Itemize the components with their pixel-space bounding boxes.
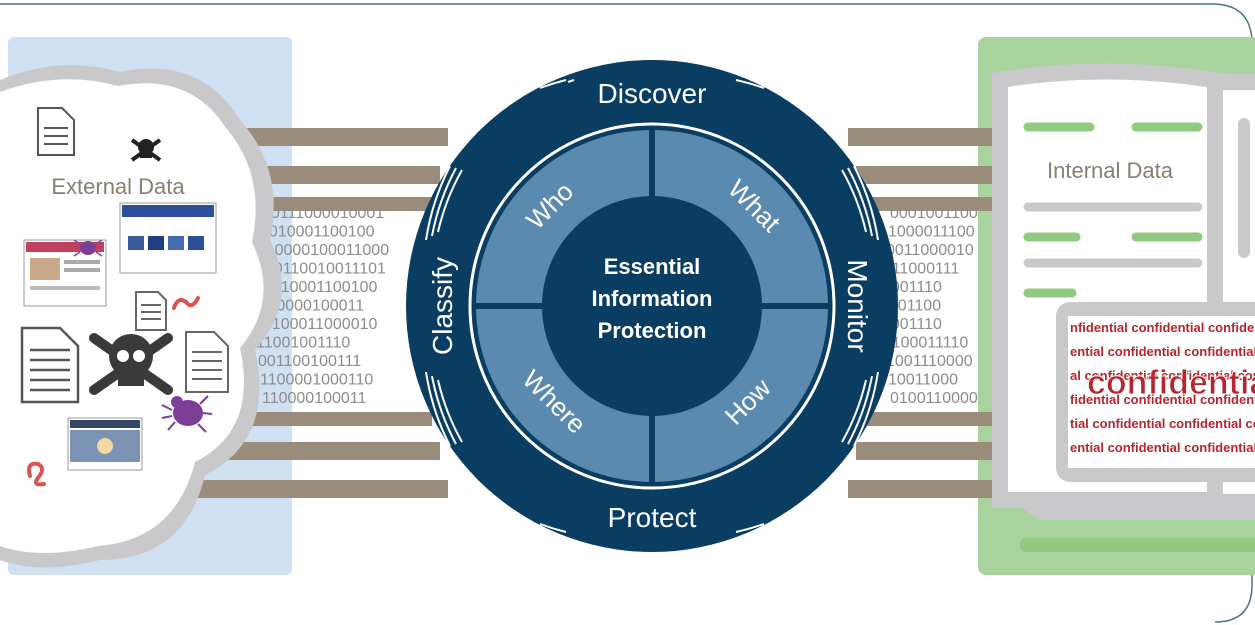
confidential-line: ential confidential confidential [1070, 440, 1255, 455]
document-icon [37, 107, 75, 156]
center-title-line-1: Essential [604, 254, 701, 279]
skull-icon [89, 333, 173, 395]
confidential-line: al confidential confidential con [1070, 368, 1255, 383]
binary-line: 110000100011000 [258, 242, 389, 259]
binary-line: 0100110000 [890, 390, 978, 407]
binary-line: 000110010011101 [256, 261, 386, 278]
binary-line: 111000111 [884, 261, 959, 278]
confidential-big-word: confidential [1087, 364, 1255, 402]
internal-data-label: Internal Data [1047, 158, 1174, 183]
binary-line: 0011000010 [886, 242, 974, 259]
binary-line: 1001110000 [886, 353, 973, 370]
confidential-screen: nfidential confidential confiden ential c… [1070, 320, 1255, 455]
document-icon [135, 291, 167, 331]
binary-line: 00010001100100 [254, 279, 377, 296]
laptop-icon [1010, 302, 1255, 552]
right-connector-bars [848, 128, 1010, 498]
center-title-line-3: Protection [598, 318, 707, 343]
worm-icon [172, 296, 200, 310]
bug-icon [161, 395, 213, 433]
confidential-line: nfidential confidential confiden [1070, 320, 1255, 335]
confidential-line: tial confidential confidential co [1070, 416, 1255, 431]
ring-label-classify: Classify [427, 257, 458, 355]
binary-line: 1100001000110 [260, 372, 373, 389]
confidential-line: ential confidential confidential [1070, 344, 1255, 359]
binary-line: 0010001100100 [260, 224, 375, 241]
confidential-line: fidential confidential confident [1070, 392, 1255, 407]
binary-stream-left: 0011100001000100100011001001100001000110… [252, 205, 389, 407]
webpage-thumbnail-icon [67, 417, 143, 471]
ring-label-monitor: Monitor [842, 259, 873, 352]
skull-icon [130, 138, 162, 162]
ring-label-protect: Protect [608, 502, 697, 533]
binary-line: 00111000010001 [262, 205, 384, 222]
binary-line: 001100100111 [258, 353, 361, 370]
binary-line: 11001001110 [256, 335, 350, 352]
webpage-thumbnail-icon [119, 202, 217, 274]
worm-icon [27, 461, 46, 487]
internal-text-lines [1023, 122, 1203, 298]
bug-icon [73, 239, 103, 257]
document-icon [185, 331, 229, 393]
external-data-label: External Data [51, 174, 185, 199]
binary-line: 1100011110 [884, 335, 968, 352]
binary-line: 10011000 [888, 372, 958, 389]
center-title-line-2: Information [592, 286, 713, 311]
binary-line: 00100011000010 [254, 316, 377, 333]
binary-line: 110000100011 [262, 390, 367, 407]
protection-wheel [406, 60, 898, 552]
binary-line: 0001001100 [890, 205, 978, 222]
document-icon [20, 326, 80, 404]
ring-label-discover: Discover [598, 78, 707, 109]
binary-line: 1000011100 [888, 224, 975, 241]
